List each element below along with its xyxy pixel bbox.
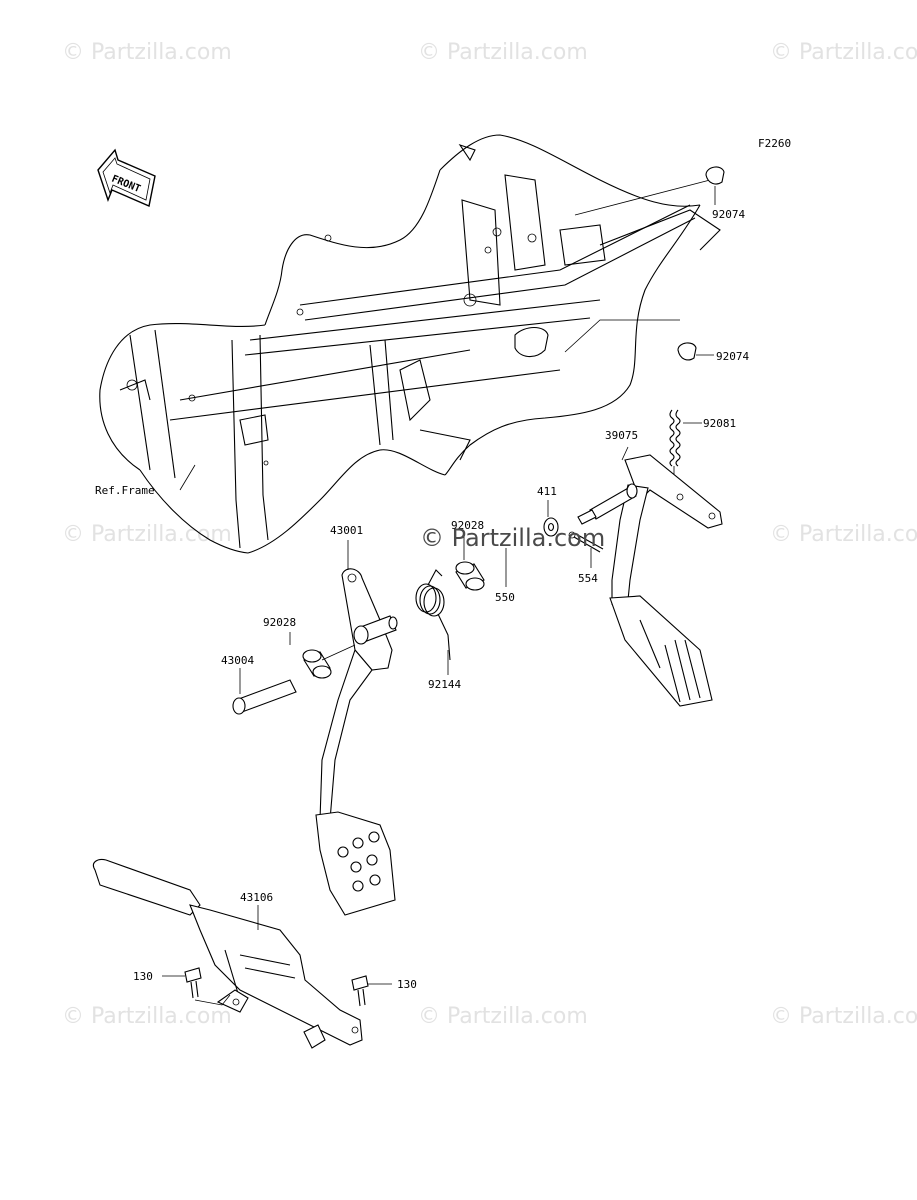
callout-92074-top: 92074 (712, 208, 745, 221)
leader-92074-top (574, 179, 711, 216)
part-550-pin (505, 509, 597, 587)
callout-92144: 92144 (428, 678, 461, 691)
callout-92074-mid: 92074 (716, 350, 749, 363)
part-411-washer (543, 500, 559, 537)
callout-39075: 39075 (605, 429, 638, 442)
frame-outline (99, 134, 721, 554)
watermark: © Partzilla.com (62, 1004, 232, 1029)
watermark-center: © Partzilla.com (420, 524, 606, 552)
callout-ref-frame: Ref.Frame (95, 484, 155, 497)
part-92074-top (705, 166, 725, 185)
callout-92028-upper: 92028 (451, 519, 484, 532)
callout-130-right: 130 (397, 978, 417, 991)
part-554-pin (568, 531, 604, 568)
watermark: © Partzilla.com (418, 1004, 588, 1029)
part-130-bolt-left (162, 967, 231, 1006)
callout-554: 554 (578, 572, 598, 585)
watermark: © Partzilla.com (770, 1004, 917, 1029)
part-92081-spring (669, 409, 702, 490)
leader-92074-mid (564, 319, 680, 353)
callout-92028-left: 92028 (263, 616, 296, 629)
part-92074-mid (677, 342, 697, 361)
part-43106-lever (92, 858, 363, 1049)
callout-43106: 43106 (240, 891, 273, 904)
part-39075-pedal (589, 446, 723, 707)
watermark: © Partzilla.com (418, 40, 588, 65)
watermark: © Partzilla.com (62, 40, 232, 65)
callout-43004: 43004 (221, 654, 254, 667)
callout-92081: 92081 (703, 417, 736, 430)
front-arrow-icon: FRONT (97, 148, 156, 207)
callout-43001: 43001 (330, 524, 363, 537)
callout-550: 550 (495, 591, 515, 604)
part-92028-left-bushing (289, 632, 356, 679)
watermark: © Partzilla.com (62, 522, 232, 547)
callout-130-left: 130 (133, 970, 153, 983)
part-92144-spring (415, 569, 451, 675)
callout-411: 411 (537, 485, 557, 498)
part-130-bolt-right (351, 975, 392, 1007)
watermark: © Partzilla.com (770, 40, 917, 65)
part-43001-pedal (315, 540, 398, 916)
part-43004-shaft (232, 668, 297, 715)
figure-code: F2260 (758, 137, 791, 150)
watermark: © Partzilla.com (770, 522, 917, 547)
leader-ref-frame (179, 464, 196, 491)
part-92028-upper-bushing (455, 535, 485, 591)
